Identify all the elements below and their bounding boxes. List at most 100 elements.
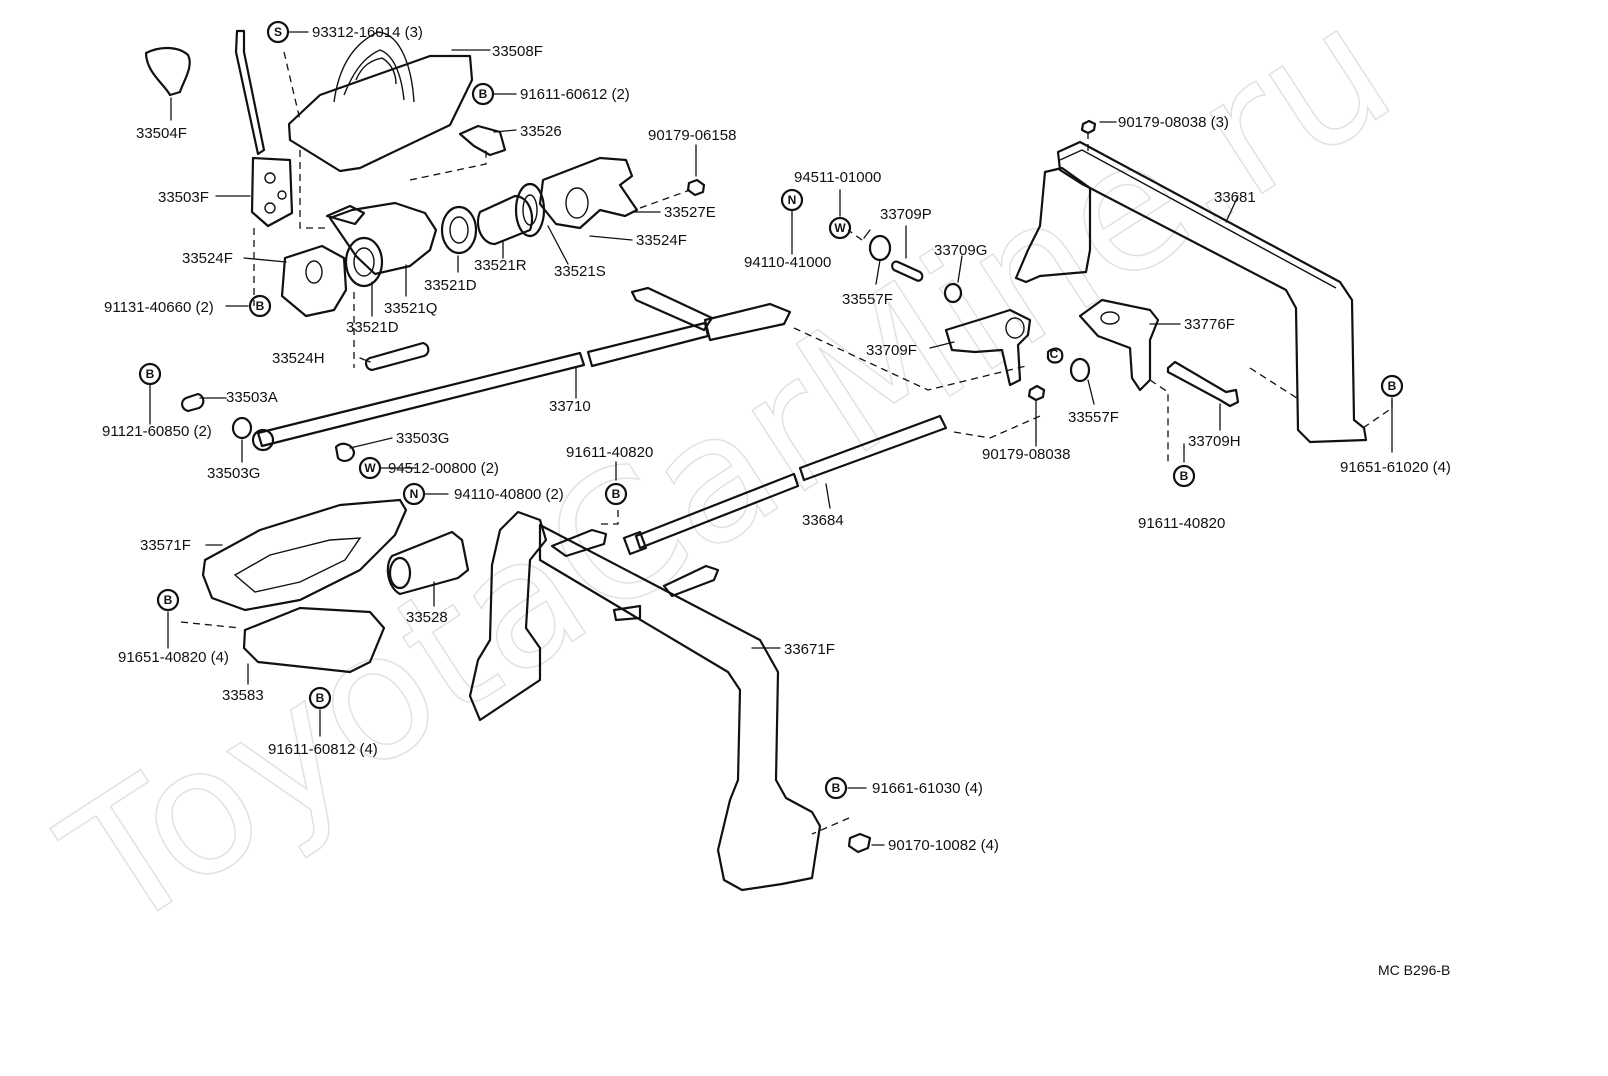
- bushing-33503G-left-shape: [231, 416, 253, 440]
- plate-33583-shape: [242, 606, 386, 674]
- label-33710: 33710: [549, 398, 591, 415]
- watermark: ToyotaCarMine.ru: [31, 0, 1426, 972]
- shift-lever-shape: [234, 29, 266, 156]
- shift-housing-shape: [328, 201, 438, 276]
- rod-33684-shape: [634, 472, 800, 550]
- label-33524H: 33524H: [272, 350, 325, 367]
- svg-text:N: N: [410, 487, 419, 501]
- label-91131-40660: 91131-40660 (2): [104, 299, 214, 316]
- label-90179-08038-bottom: 90179-08038: [982, 446, 1070, 463]
- label-33503A: 33503A: [226, 389, 278, 406]
- label-94110-41000: 94110-41000: [744, 254, 831, 271]
- label-33503G-left: 33503G: [207, 465, 260, 482]
- lever-boot-shape: [287, 54, 474, 173]
- svg-text:W: W: [364, 461, 376, 475]
- marker-W-00800: W: [358, 456, 382, 480]
- marker-B-60812: B: [308, 686, 332, 710]
- nut-10082-shape: [847, 832, 872, 854]
- marker-B-40660: B: [248, 294, 272, 318]
- marker-B-60850: B: [138, 362, 162, 386]
- bolt-33709H-shape: [1166, 360, 1240, 408]
- label-33521R: 33521R: [474, 257, 527, 274]
- label-33521D-mid: 33521D: [424, 277, 477, 294]
- label-94511-01000: 94511-01000: [794, 169, 881, 186]
- label-94110-40800: 94110-40800 (2): [454, 486, 564, 503]
- label-33583: 33583: [222, 687, 264, 704]
- label-90170-10082: 90170-10082 (4): [888, 837, 999, 854]
- svg-text:W: W: [834, 221, 846, 235]
- bushing-33503G-right-shape: [334, 442, 356, 462]
- nut-06158-shape: [686, 178, 706, 197]
- svg-text:B: B: [1388, 379, 1397, 393]
- label-33709F: 33709F: [866, 342, 917, 359]
- nut-08038-bottom-shape: [1027, 384, 1046, 402]
- marker-B-mid: B: [604, 482, 628, 506]
- cover-33571F-shape: [201, 498, 408, 612]
- svg-text:B: B: [612, 487, 621, 501]
- marker-B-61020: B: [1380, 374, 1404, 398]
- bracket-33527E-shape: [538, 156, 639, 230]
- label-33503G-right: 33503G: [396, 430, 449, 447]
- label-33504F: 33504F: [136, 125, 187, 142]
- label-90179-06158: 90179-06158: [648, 127, 736, 144]
- label-91611-60812: 91611-60812 (4): [268, 741, 378, 758]
- svg-text:B: B: [146, 367, 155, 381]
- label-91661-61030: 91661-61030 (4): [872, 780, 983, 797]
- label-90179-08038-top: 90179-08038 (3): [1118, 114, 1229, 131]
- svg-text:B: B: [316, 691, 325, 705]
- label-33524F-left: 33524F: [182, 250, 233, 267]
- label-33528: 33528: [406, 609, 448, 626]
- label-33508F: 33508F: [492, 43, 543, 60]
- marker-B-right: B: [1172, 464, 1196, 488]
- bushing-33521D-left-shape: [344, 236, 384, 288]
- label-33671F: 33671F: [784, 641, 835, 658]
- label-33776F: 33776F: [1184, 316, 1235, 333]
- svg-text:B: B: [832, 781, 841, 795]
- marker-N-40800: N: [402, 482, 426, 506]
- retainer-33521R-shape: [476, 194, 534, 246]
- marker-B-left: B: [156, 588, 180, 612]
- label-33571F: 33571F: [140, 537, 191, 554]
- svg-text:B: B: [1180, 469, 1189, 483]
- label-33684: 33684: [802, 512, 844, 529]
- diagram-code: MC B296-B: [1378, 962, 1450, 978]
- label-91611-40820-mid: 91611-40820: [566, 444, 653, 461]
- marker-N-41000: N: [780, 188, 804, 212]
- shift-knob-shape: [144, 46, 191, 97]
- shift-lever-body: [250, 156, 294, 228]
- svg-text:B: B: [164, 593, 173, 607]
- label-91611-60612: 91611-60612 (2): [520, 86, 630, 103]
- watermark-text: ToyotaCarMine.ru: [31, 0, 1425, 971]
- marker-B-61030: B: [824, 776, 848, 800]
- svg-text:N: N: [788, 193, 797, 207]
- marker-S: S: [266, 20, 290, 44]
- marker-B-boot: B: [471, 82, 495, 106]
- label-33526: 33526: [520, 123, 562, 140]
- pin-33524H-shape: [365, 341, 430, 372]
- bushing-33709G-shape: [943, 282, 963, 304]
- nut-08038-top-shape: [1080, 119, 1097, 135]
- svg-text:C: C: [1050, 347, 1059, 361]
- label-33557F-bottom: 33557F: [1068, 409, 1119, 426]
- label-33524F-right: 33524F: [636, 232, 687, 249]
- svg-text:B: B: [256, 299, 265, 313]
- bushing-33521D-mid-shape: [440, 205, 478, 255]
- label-33521D-left: 33521D: [346, 319, 399, 336]
- plate-33526-shape: [458, 124, 507, 157]
- bracket-33524F-left-shape: [280, 244, 348, 318]
- label-91651-40820: 91651-40820 (4): [118, 649, 229, 666]
- label-33521S: 33521S: [554, 263, 606, 280]
- rod-33710-shape: [256, 351, 586, 448]
- bushing-33557F-bottom-shape: [1069, 357, 1091, 383]
- label-33503F: 33503F: [158, 189, 209, 206]
- pin-33709P-shape: [891, 260, 924, 282]
- label-91651-61020: 91651-61020 (4): [1340, 459, 1451, 476]
- label-33709P: 33709P: [880, 206, 932, 223]
- collar-33503A-shape: [181, 392, 205, 413]
- label-91121-60850: 91121-60850 (2): [102, 423, 212, 440]
- label-91611-40820-right: 91611-40820: [1138, 515, 1225, 532]
- label-33557F-top: 33557F: [842, 291, 893, 308]
- marker-W-01000: W: [828, 216, 852, 240]
- label-93312-16014: 93312-16014 (3): [312, 24, 423, 41]
